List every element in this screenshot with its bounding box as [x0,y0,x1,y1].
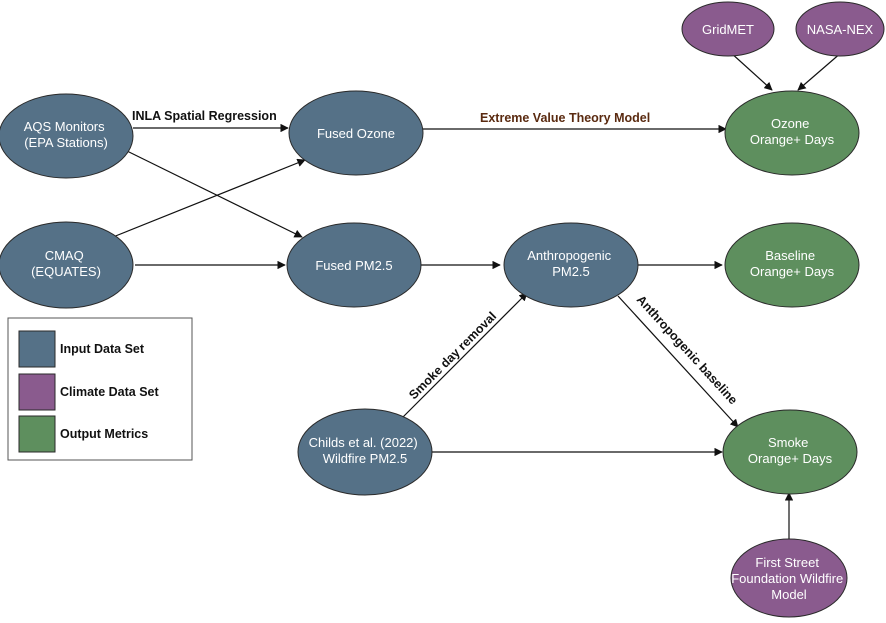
node-anthro-pm: Anthropogenic PM2.5 [503,222,639,308]
node-nasanex: NASA-NEX [795,1,885,57]
legend-swatch-input [18,330,56,368]
node-fused-ozone-shape [288,90,424,176]
legend-label-climate: Climate Data Set [60,385,159,399]
node-gridmet: GridMET [681,1,775,57]
edge-aqs-fused-pm [124,149,303,238]
node-ozone-days: Ozone Orange+ Days [724,90,860,176]
node-baseline-days-shape [724,222,860,308]
node-ozone-days-shape [724,90,860,176]
node-nasanex-label: NASA-NEX [807,22,874,37]
node-gridmet-label: GridMET [702,22,754,37]
node-fused-pm: Fused PM2.5 [286,222,422,308]
edge-nasanex-ozone-days [797,51,843,91]
legend-item-climate: Climate Data Set [18,373,159,411]
node-cmaq-line-2: (EQUATES) [31,264,101,279]
node-baseline-days-label: Baseline Orange+ Days [750,248,835,279]
node-aqs: AQS Monitors (EPA Stations) [0,93,134,179]
node-aqs-line-2: (EPA Stations) [24,135,108,150]
node-childs-label: Childs et al. (2022) Wildfire PM2.5 [309,435,422,466]
node-first-street-line-2: Foundation Wildfire [731,571,843,586]
node-childs-line-1: Childs et al. (2022) [309,435,418,450]
legend-item-input: Input Data Set [18,330,145,368]
edge-label-smoke-removal: Smoke day removal [406,309,499,402]
node-anthro-pm-label: Anthropogenic PM2.5 [527,248,614,279]
node-first-street-label: First Street Foundation Wildfire Model [731,555,847,602]
node-ozone-days-line-2: Orange+ Days [750,132,835,147]
node-first-street-line-1: First Street [755,555,819,570]
node-baseline-days: Baseline Orange+ Days [724,222,860,308]
legend-swatch-output [18,415,56,453]
node-aqs-shape [0,93,134,179]
node-smoke-days: Smoke Orange+ Days [722,409,858,495]
node-fused-ozone-line-1: Fused Ozone [317,126,395,141]
node-smoke-days-line-1: Smoke [768,435,808,450]
node-ozone-days-label: Ozone Orange+ Days [750,116,835,147]
node-aqs-label: AQS Monitors (EPA Stations) [24,119,109,150]
node-anthro-pm-line-2: PM2.5 [552,264,590,279]
node-baseline-days-line-1: Baseline [765,248,815,263]
node-cmaq-shape [0,221,134,309]
edge-label-inla: INLA Spatial Regression [132,109,277,123]
node-nasanex-line-1: NASA-NEX [807,22,874,37]
node-aqs-line-1: AQS Monitors [24,119,105,134]
node-fused-ozone: Fused Ozone [288,90,424,176]
node-nasanex-shape [795,1,885,57]
node-cmaq-label: CMAQ (EQUATES) [31,248,101,279]
node-cmaq-line-1: CMAQ [45,248,84,263]
node-ozone-days-line-1: Ozone [771,116,809,131]
node-childs: Childs et al. (2022) Wildfire PM2.5 [297,408,433,496]
legend-label-output: Output Metrics [60,427,148,441]
legend-swatch-climate [18,373,56,411]
node-fused-pm-label: Fused PM2.5 [315,258,392,273]
node-childs-line-2: Wildfire PM2.5 [323,451,408,466]
node-smoke-days-line-2: Orange+ Days [748,451,833,466]
node-first-street: First Street Foundation Wildfire Model [730,538,848,618]
node-baseline-days-line-2: Orange+ Days [750,264,835,279]
legend-label-input: Input Data Set [60,342,145,356]
node-gridmet-line-1: GridMET [702,22,754,37]
node-fused-pm-line-1: Fused PM2.5 [315,258,392,273]
edge-childs-anthro [396,292,528,424]
node-first-street-shape [730,538,848,618]
legend: Input Data Set Climate Data Set Output M… [7,317,193,461]
edge-anthro-smoke [617,295,739,428]
edge-cmaq-fused-ozone [112,158,306,238]
node-fused-pm-shape [286,222,422,308]
edges [112,51,843,540]
node-cmaq: CMAQ (EQUATES) [0,221,134,309]
node-anthro-pm-line-1: Anthropogenic [527,248,611,263]
node-gridmet-shape [681,1,775,57]
edge-label-anthro-baseline: Anthropogenic baseline [634,293,740,408]
node-first-street-line-3: Model [771,587,807,602]
node-childs-shape [297,408,433,496]
edge-label-evt: Extreme Value Theory Model [480,111,650,125]
node-anthro-pm-shape [503,222,639,308]
node-smoke-days-shape [722,409,858,495]
node-fused-ozone-label: Fused Ozone [317,126,395,141]
node-smoke-days-label: Smoke Orange+ Days [748,435,833,466]
edge-gridmet-ozone-days [729,51,773,91]
legend-item-output: Output Metrics [18,415,148,453]
